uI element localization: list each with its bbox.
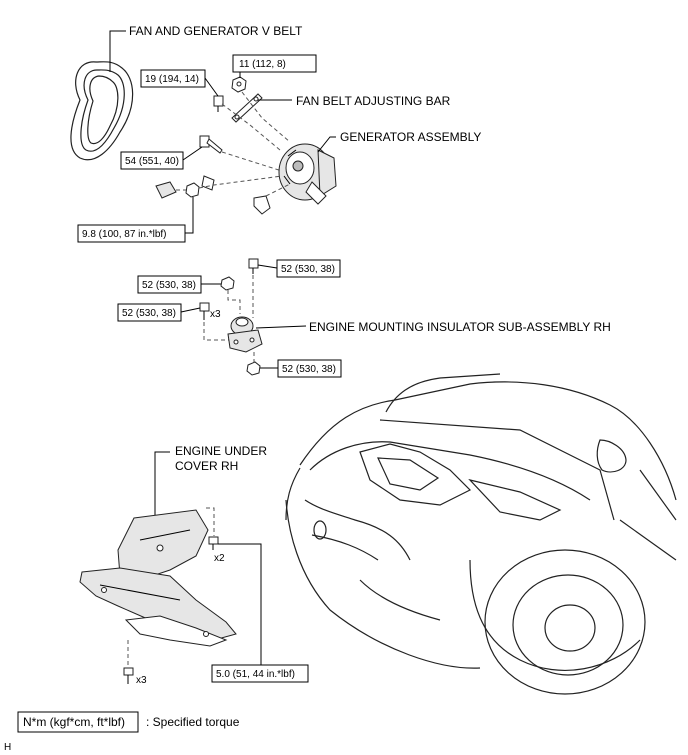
vehicle-front-illustration [285, 373, 677, 695]
bolt-qty-x3-cover: x3 [136, 675, 147, 686]
corner-mark: H [4, 742, 11, 753]
nut-9-8 [185, 182, 200, 198]
bolt-qty-x2: x2 [214, 553, 225, 564]
torque-19: 19 (194, 14) [145, 74, 199, 85]
wire-connector [155, 175, 215, 199]
generator-illustration [278, 143, 337, 205]
generator-bracket [253, 195, 271, 215]
adjusting-bar-label: FAN BELT ADJUSTING BAR [296, 94, 451, 108]
v-belt-illustration [70, 61, 134, 161]
torque-9-8: 9.8 (100, 87 in.*lbf) [82, 229, 167, 240]
under-cover-bolt-x3 [123, 667, 134, 684]
bolt-19 [213, 95, 224, 112]
torque-52-a: 52 (530, 38) [281, 264, 335, 275]
mount-insulator-illustration [227, 316, 263, 353]
under-cover-label-line2: COVER RH [175, 459, 238, 473]
torque-52-b: 52 (530, 38) [142, 280, 196, 291]
generator-label: GENERATOR ASSEMBLY [340, 130, 481, 144]
mount-bolt-x3 [199, 302, 210, 320]
legend-description: : Specified torque [146, 715, 240, 729]
torque-11: 11 (112, 8) [239, 59, 286, 70]
fan-belt-label: FAN AND GENERATOR V BELT [129, 24, 303, 38]
bolt-qty-x3-mount: x3 [210, 309, 221, 320]
torque-54: 54 (551, 40) [125, 156, 179, 167]
mount-nut-bottom [246, 361, 261, 376]
torque-52-d: 52 (530, 38) [282, 364, 336, 375]
torque-52-c: 52 (530, 38) [122, 308, 176, 319]
mount-nut-left [220, 276, 235, 291]
torque-5-0: 5.0 (51, 44 in.*lbf) [216, 669, 295, 680]
under-cover-label-line1: ENGINE UNDER [175, 444, 267, 458]
under-cover-illustration [79, 509, 237, 647]
nut-11 [231, 76, 247, 93]
bolt-54 [199, 135, 223, 154]
legend-unit: N*m (kgf*cm, ft*lbf) [23, 715, 125, 729]
mount-insulator-label: ENGINE MOUNTING INSULATOR SUB-ASSEMBLY R… [309, 320, 611, 334]
adjusting-bar-illustration [231, 93, 263, 123]
under-cover-bolt-x2 [208, 536, 219, 550]
mount-bolt-top [248, 258, 259, 274]
